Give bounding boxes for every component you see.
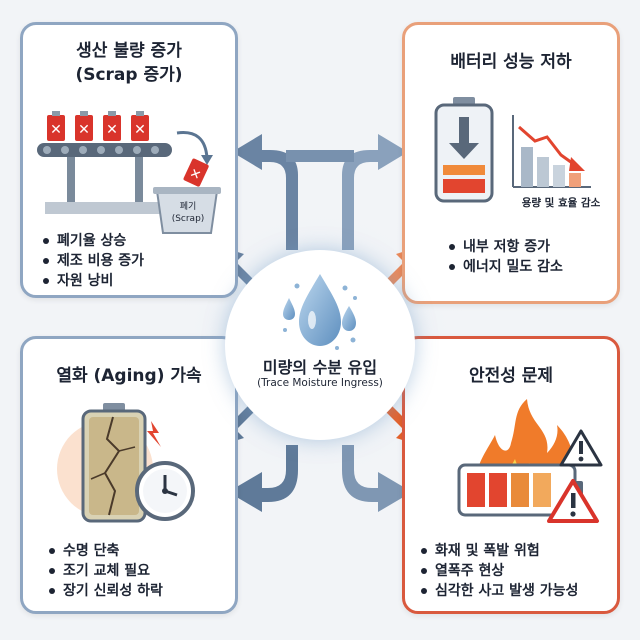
list-item: 수명 단축: [49, 541, 163, 561]
card-battery-performance: 배터리 성능 저하 용량 및 효율 감소 내부 저항 증가 에너지 밀도 감소: [402, 22, 620, 304]
title-line-1: 생산 불량 증가: [76, 41, 182, 61]
list-item: 자원 낭비: [43, 271, 144, 291]
arrow-top-split: [232, 134, 408, 250]
list-item: 제조 비용 증가: [43, 251, 144, 271]
list-item: 심각한 사고 발생 가능성: [421, 581, 578, 601]
svg-text:✕: ✕: [134, 122, 146, 138]
conveyor-icon: ✕ ✕ ✕ ✕ ✕: [37, 111, 221, 234]
scrap-batteries: ✕ ✕ ✕ ✕: [47, 111, 149, 141]
card-title-aging: 열화 (Aging) 가속: [56, 366, 202, 386]
warning-icon: [547, 429, 603, 523]
fire-icon: [457, 399, 603, 523]
battery-bullets: 내부 저항 증가 에너지 밀도 감소: [449, 237, 563, 277]
scrap-bin-icon: [153, 187, 221, 234]
battery-low-icon: [434, 97, 494, 203]
bin-label-1: 폐기: [179, 202, 197, 212]
card-production-scrap: 생산 불량 증가 (Scrap 증가) ✕ ✕ ✕ ✕ ✕: [20, 22, 238, 298]
card-title-safety: 안전성 문제: [468, 366, 554, 386]
svg-text:✕: ✕: [78, 122, 90, 138]
bin-label: 폐기 (Scrap): [157, 201, 219, 225]
card-title-scrap: 생산 불량 증가 (Scrap 증가): [23, 39, 235, 87]
card-title-battery: 배터리 성능 저하: [450, 52, 572, 72]
card-safety: 안전성 문제 화재 및 폭발 위험 열폭주 현상 심각한 사고 발생 가능성: [402, 336, 620, 614]
list-item: 에너지 밀도 감소: [449, 257, 563, 277]
clock-icon: [135, 461, 195, 521]
list-item: 조기 교체 필요: [49, 561, 163, 581]
card-aging: 열화 (Aging) 가속 수명 단축 조기 교체 필요 장기 신뢰성 하락: [20, 336, 238, 614]
svg-text:✕: ✕: [106, 122, 118, 138]
svg-text:✕: ✕: [50, 122, 62, 138]
aging-bullets: 수명 단축 조기 교체 필요 장기 신뢰성 하락: [49, 541, 163, 601]
list-item: 장기 신뢰성 하락: [49, 581, 163, 601]
cracked-battery-icon: [57, 403, 195, 523]
scrap-bullets: 폐기율 상승 제조 비용 증가 자원 낭비: [43, 231, 144, 291]
title-line-2: (Scrap 증가): [75, 65, 183, 85]
list-item: 열폭주 현상: [421, 561, 578, 581]
list-item: 화재 및 폭발 위험: [421, 541, 578, 561]
bin-label-2: (Scrap): [171, 214, 205, 224]
center-title: 미량의 수분 유입: [262, 358, 378, 377]
center-subtitle: (Trace Moisture Ingress): [257, 377, 383, 389]
declining-bar-chart-icon: [512, 115, 591, 188]
chart-caption: 용량 및 효율 감소: [521, 197, 601, 209]
list-item: 폐기율 상승: [43, 231, 144, 251]
safety-bullets: 화재 및 폭발 위험 열폭주 현상 심각한 사고 발생 가능성: [421, 541, 578, 601]
arrow-bottom-split: [228, 445, 412, 512]
water-drop-icon: [283, 274, 357, 350]
list-item: 내부 저항 증가: [449, 237, 563, 257]
center-moisture-node: 미량의 수분 유입 (Trace Moisture Ingress): [225, 250, 415, 440]
